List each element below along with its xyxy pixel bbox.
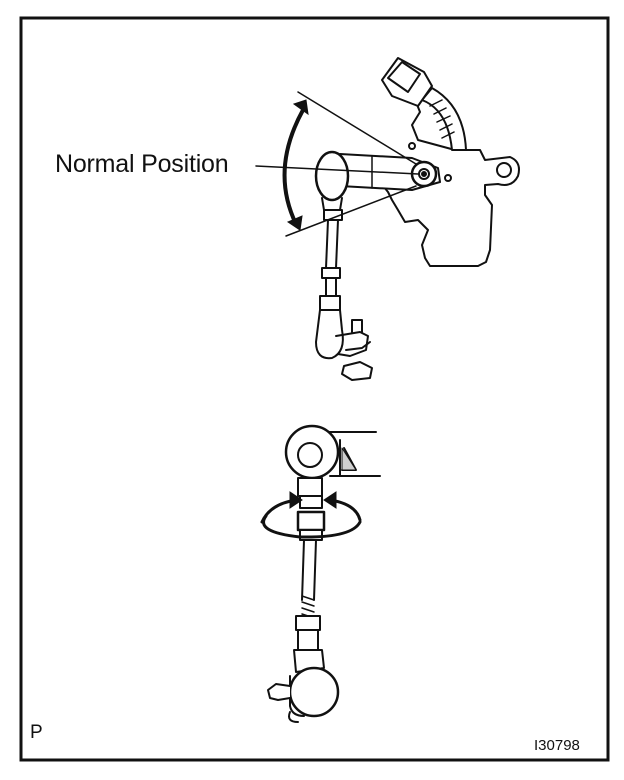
- lower-ball: [288, 666, 340, 718]
- rod-right: [313, 539, 317, 601]
- upper-eye-hole: [297, 442, 323, 468]
- rod-left: [301, 539, 305, 601]
- lower-housing: [293, 649, 325, 673]
- normal-position-indicator: [255, 91, 419, 237]
- rotation-arrows-icon: [260, 491, 362, 539]
- arc-arrowhead-top: [292, 99, 309, 116]
- lower-ball-joint: [315, 309, 344, 360]
- corner-mark: P: [30, 722, 43, 743]
- lower-bolt: [345, 319, 371, 351]
- top-assembly: [314, 57, 520, 381]
- lower-joint-collar: [319, 295, 341, 311]
- range-line-lower: [285, 185, 417, 237]
- adjust-nut: [296, 510, 326, 532]
- lower-ball-housing: [289, 675, 305, 717]
- range-line-upper: [297, 91, 417, 165]
- lower-clip: [288, 711, 299, 723]
- lower-nut-bottom: [295, 615, 321, 631]
- upper-collar: [297, 477, 323, 497]
- upper-nut: [299, 495, 323, 509]
- bracket-bolt-a: [408, 142, 416, 150]
- swing-arc-icon: [282, 108, 305, 226]
- ball-joint: [314, 150, 350, 202]
- rotation-arrowhead-left: [289, 491, 303, 509]
- figure-border: [19, 16, 610, 762]
- link-rod-clamp: [321, 267, 341, 279]
- bracket-bolt-b: [444, 174, 452, 182]
- arc-arrowhead-bottom: [286, 215, 303, 231]
- lower-nut: [341, 361, 373, 381]
- eye-bracket-shade: [341, 447, 357, 471]
- link-rod-left: [325, 219, 329, 269]
- lower-bracket: [335, 331, 369, 357]
- rod-thread: [301, 595, 315, 619]
- lower-ball-stud: [267, 683, 291, 701]
- normal-position-label: Normal Position: [55, 150, 229, 178]
- hose-ribs: [429, 99, 455, 139]
- connector-plug-face: [387, 61, 421, 93]
- lower-collar-bottom: [297, 629, 319, 651]
- bottom-assembly: [267, 424, 381, 723]
- rotation-arrowhead-right: [323, 491, 337, 509]
- mount-bracket: [379, 91, 520, 267]
- pivot-center: [421, 171, 427, 177]
- bracket-hole: [496, 162, 512, 178]
- figure-code: I30798: [534, 737, 580, 754]
- eye-bracket: [319, 431, 381, 477]
- link-rod-right: [335, 219, 339, 269]
- adjust-nut-lower: [299, 529, 323, 541]
- rotation-ellipse: [262, 514, 362, 539]
